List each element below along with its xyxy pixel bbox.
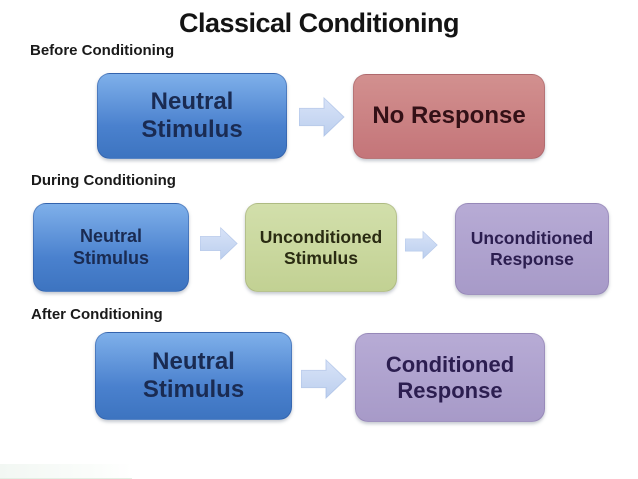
bottom-left-artifact: [0, 464, 132, 479]
section-label-after-conditioning: After Conditioning: [31, 306, 163, 323]
box-text-line: Stimulus: [72, 247, 149, 268]
flow-arrow-icon: [200, 226, 238, 261]
box-text-line: Conditioned: [385, 351, 515, 377]
box-unconditioned-stimulus: Unconditioned Stimulus: [245, 203, 397, 292]
box-no-response: No Response: [353, 74, 545, 159]
box-text-line: Neutral: [79, 226, 142, 247]
box-text-line: Unconditioned: [470, 228, 594, 249]
box-unconditioned-response: Unconditioned Response: [455, 203, 609, 295]
box-text-line: Neutral: [150, 87, 234, 115]
box-neutral-stimulus-during: Neutral Stimulus: [33, 203, 189, 292]
box-text-line: Response: [397, 377, 503, 403]
box-text-line: Stimulus: [142, 376, 245, 403]
box-conditioned-response: Conditioned Response: [355, 333, 545, 422]
section-label-before-conditioning: Before Conditioning: [30, 42, 175, 59]
box-text-line: Response: [490, 249, 574, 269]
flow-arrow-icon: [405, 230, 438, 260]
box-text-line: Stimulus: [284, 247, 358, 268]
flow-arrow-icon: [301, 358, 347, 400]
page-title: Classical Conditioning: [178, 8, 460, 38]
box-text-line: Stimulus: [141, 116, 243, 143]
box-neutral-stimulus-before: Neutral Stimulus: [97, 73, 287, 159]
box-text-line: No Response: [372, 102, 526, 130]
box-text-line: Neutral: [152, 347, 235, 375]
flow-arrow-icon: [299, 96, 345, 138]
box-neutral-stimulus-after: Neutral Stimulus: [95, 332, 292, 420]
box-text-line: Unconditioned: [259, 226, 383, 247]
section-label-during-conditioning: During Conditioning: [31, 172, 176, 189]
